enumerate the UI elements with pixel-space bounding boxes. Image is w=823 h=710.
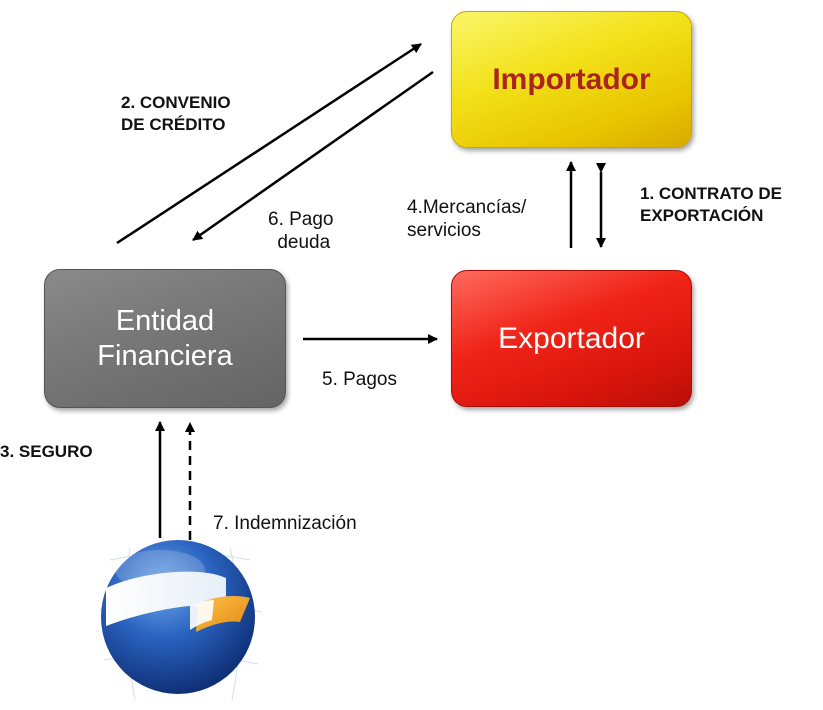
entidad-label-line2: Financiera (97, 339, 233, 372)
label-seguro: 3. SEGURO (0, 442, 93, 461)
label-pagos: 5. Pagos (322, 369, 397, 390)
label-pago-deuda-line2: deuda (277, 232, 331, 253)
label-convenio-credito: 2. CONVENIO DE CRÉDITO (121, 92, 231, 136)
label-indemnizacion: 7. Indemnización (213, 513, 357, 534)
label-pago-deuda-line1: 6. Pago (268, 209, 334, 230)
exportador-label: Exportador (498, 321, 645, 355)
importador-label: Importador (492, 62, 651, 96)
arrow-pago-deuda (192, 70, 434, 242)
label-convenio-line1: 2. CONVENIO (121, 93, 231, 112)
label-convenio-line2: DE CRÉDITO (121, 115, 226, 134)
label-contrato-exportacion: 1. CONTRATO DE EXPORTACIÓN (640, 183, 782, 227)
arrow-convenio-credito (116, 42, 422, 245)
label-contrato-line1: 1. CONTRATO DE (640, 184, 782, 203)
insurer-globe-logo-icon (99, 540, 263, 701)
label-mercancias-line2: servicios (407, 220, 481, 241)
entidad-financiera-box: Entidad Financiera (44, 269, 286, 408)
label-mercancias-line1: 4.Mercancías/ (407, 197, 527, 218)
label-mercancias: 4.Mercancías/ servicios (407, 196, 526, 242)
exportador-box: Exportador (451, 270, 692, 407)
label-contrato-line2: EXPORTACIÓN (640, 206, 764, 225)
importador-box: Importador (451, 11, 692, 148)
label-pago-deuda: 6. Pago deuda (268, 208, 334, 254)
entidad-label-line1: Entidad (115, 304, 215, 337)
